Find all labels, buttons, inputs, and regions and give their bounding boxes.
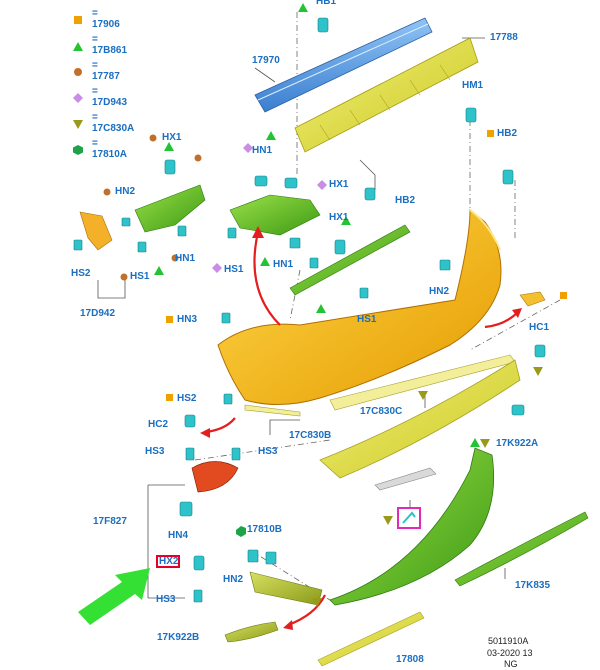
footer-code-1: 5011910A	[488, 636, 529, 646]
trim-17K922B	[224, 621, 279, 643]
bracket-center-green	[229, 194, 321, 236]
inline-markers	[103, 3, 567, 607]
label-17d942: 17D942	[80, 308, 116, 319]
bumper-cover	[217, 208, 502, 406]
label-hn1-a: HN1	[252, 145, 273, 156]
label-hn3: HN3	[177, 314, 198, 325]
label-hs2-a: HS2	[71, 268, 91, 279]
label-17808: 17808	[396, 654, 424, 665]
legend-item: = 17906	[72, 8, 120, 30]
reflector	[374, 467, 437, 491]
label-hx1-b: HX1	[329, 179, 349, 190]
bracket-17D942	[79, 211, 113, 251]
label-hn2-c: HN2	[223, 574, 244, 585]
legend-text: = 17B861	[92, 34, 128, 56]
label-hs3-b: HS3	[258, 446, 278, 457]
lower-trim-17C830B	[244, 404, 301, 417]
label-17k922a: 17K922A	[496, 438, 539, 449]
label-hb2-top: HB2	[497, 128, 518, 139]
highlight-icon	[397, 507, 421, 529]
square-icon	[72, 13, 84, 25]
fasteners	[73, 17, 546, 603]
side-strip-17K835	[454, 511, 589, 587]
label-17k922b: 17K922B	[157, 632, 200, 643]
bracket-17F827	[191, 461, 239, 493]
bracket-strip-green	[289, 224, 411, 296]
legend-text: = 17C830A	[92, 112, 135, 134]
highlight-arrow	[78, 568, 150, 625]
label-hn1-c: HN1	[273, 259, 294, 270]
legend-item: = 17B861	[72, 34, 127, 56]
red-arrows	[204, 231, 519, 627]
hx2-highlight-box	[156, 555, 180, 568]
strip-17808	[317, 611, 425, 667]
label-17970: 17970	[252, 55, 280, 66]
label-17k835: 17K835	[515, 580, 551, 591]
legend-text: = 17787	[92, 60, 120, 82]
label-hb1: HB1	[316, 0, 337, 7]
label-17f827: 17F827	[93, 516, 127, 527]
legend-text: = 17906	[92, 8, 120, 30]
label-hs2-b: HS2	[177, 393, 197, 404]
label-hb2-mid: HB2	[395, 195, 416, 206]
hexagon-icon	[72, 143, 84, 155]
energy-absorber-17788	[294, 37, 479, 153]
label-hs3-a: HS3	[145, 446, 165, 457]
legend-item: = 17C830A	[72, 112, 134, 134]
footer-code-3: NG	[504, 659, 518, 669]
label-hn2-a: HN2	[115, 186, 136, 197]
label-17788: 17788	[490, 32, 518, 43]
label-hn4: HN4	[168, 530, 189, 541]
label-hs1-a: HS1	[130, 271, 150, 282]
label-17c830c: 17C830C	[360, 406, 403, 417]
legend-item: = 17D943	[72, 86, 127, 108]
solid-leaders	[97, 37, 506, 599]
label-hn1-b: HN1	[175, 253, 196, 264]
triangle-down-icon	[72, 117, 84, 129]
bracket-lower	[249, 571, 323, 606]
legend-item: = 17787	[72, 60, 120, 82]
label-17810b: 17810B	[247, 524, 283, 535]
legend-item: = 17810A	[72, 138, 127, 160]
label-hs1-c: HS1	[357, 314, 377, 325]
label-17c830b: 17C830B	[289, 430, 332, 441]
label-hm1: HM1	[462, 80, 484, 91]
label-hn2-b: HN2	[429, 286, 450, 297]
bracket-left-green	[134, 184, 206, 233]
label-hx2: HX2	[159, 556, 179, 567]
label-hs1-b: HS1	[224, 264, 244, 275]
label-hc2: HC2	[148, 419, 169, 430]
legend-text: = 17810A	[92, 138, 128, 160]
diffuser-strip	[319, 359, 521, 479]
label-hs3-c: HS3	[156, 594, 176, 605]
diamond-icon	[72, 91, 84, 103]
triangle-icon	[72, 39, 84, 51]
label-hx1-c: HX1	[329, 212, 349, 223]
legend-text: = 17D943	[92, 86, 128, 108]
footer-code-2: 03-2020 13	[487, 648, 533, 658]
label-hx1-a: HX1	[162, 132, 182, 143]
lower-valance-17K835	[329, 447, 495, 606]
bracket-right-yellow	[519, 291, 546, 307]
circle-icon	[72, 65, 84, 77]
label-hc1: HC1	[529, 322, 550, 333]
